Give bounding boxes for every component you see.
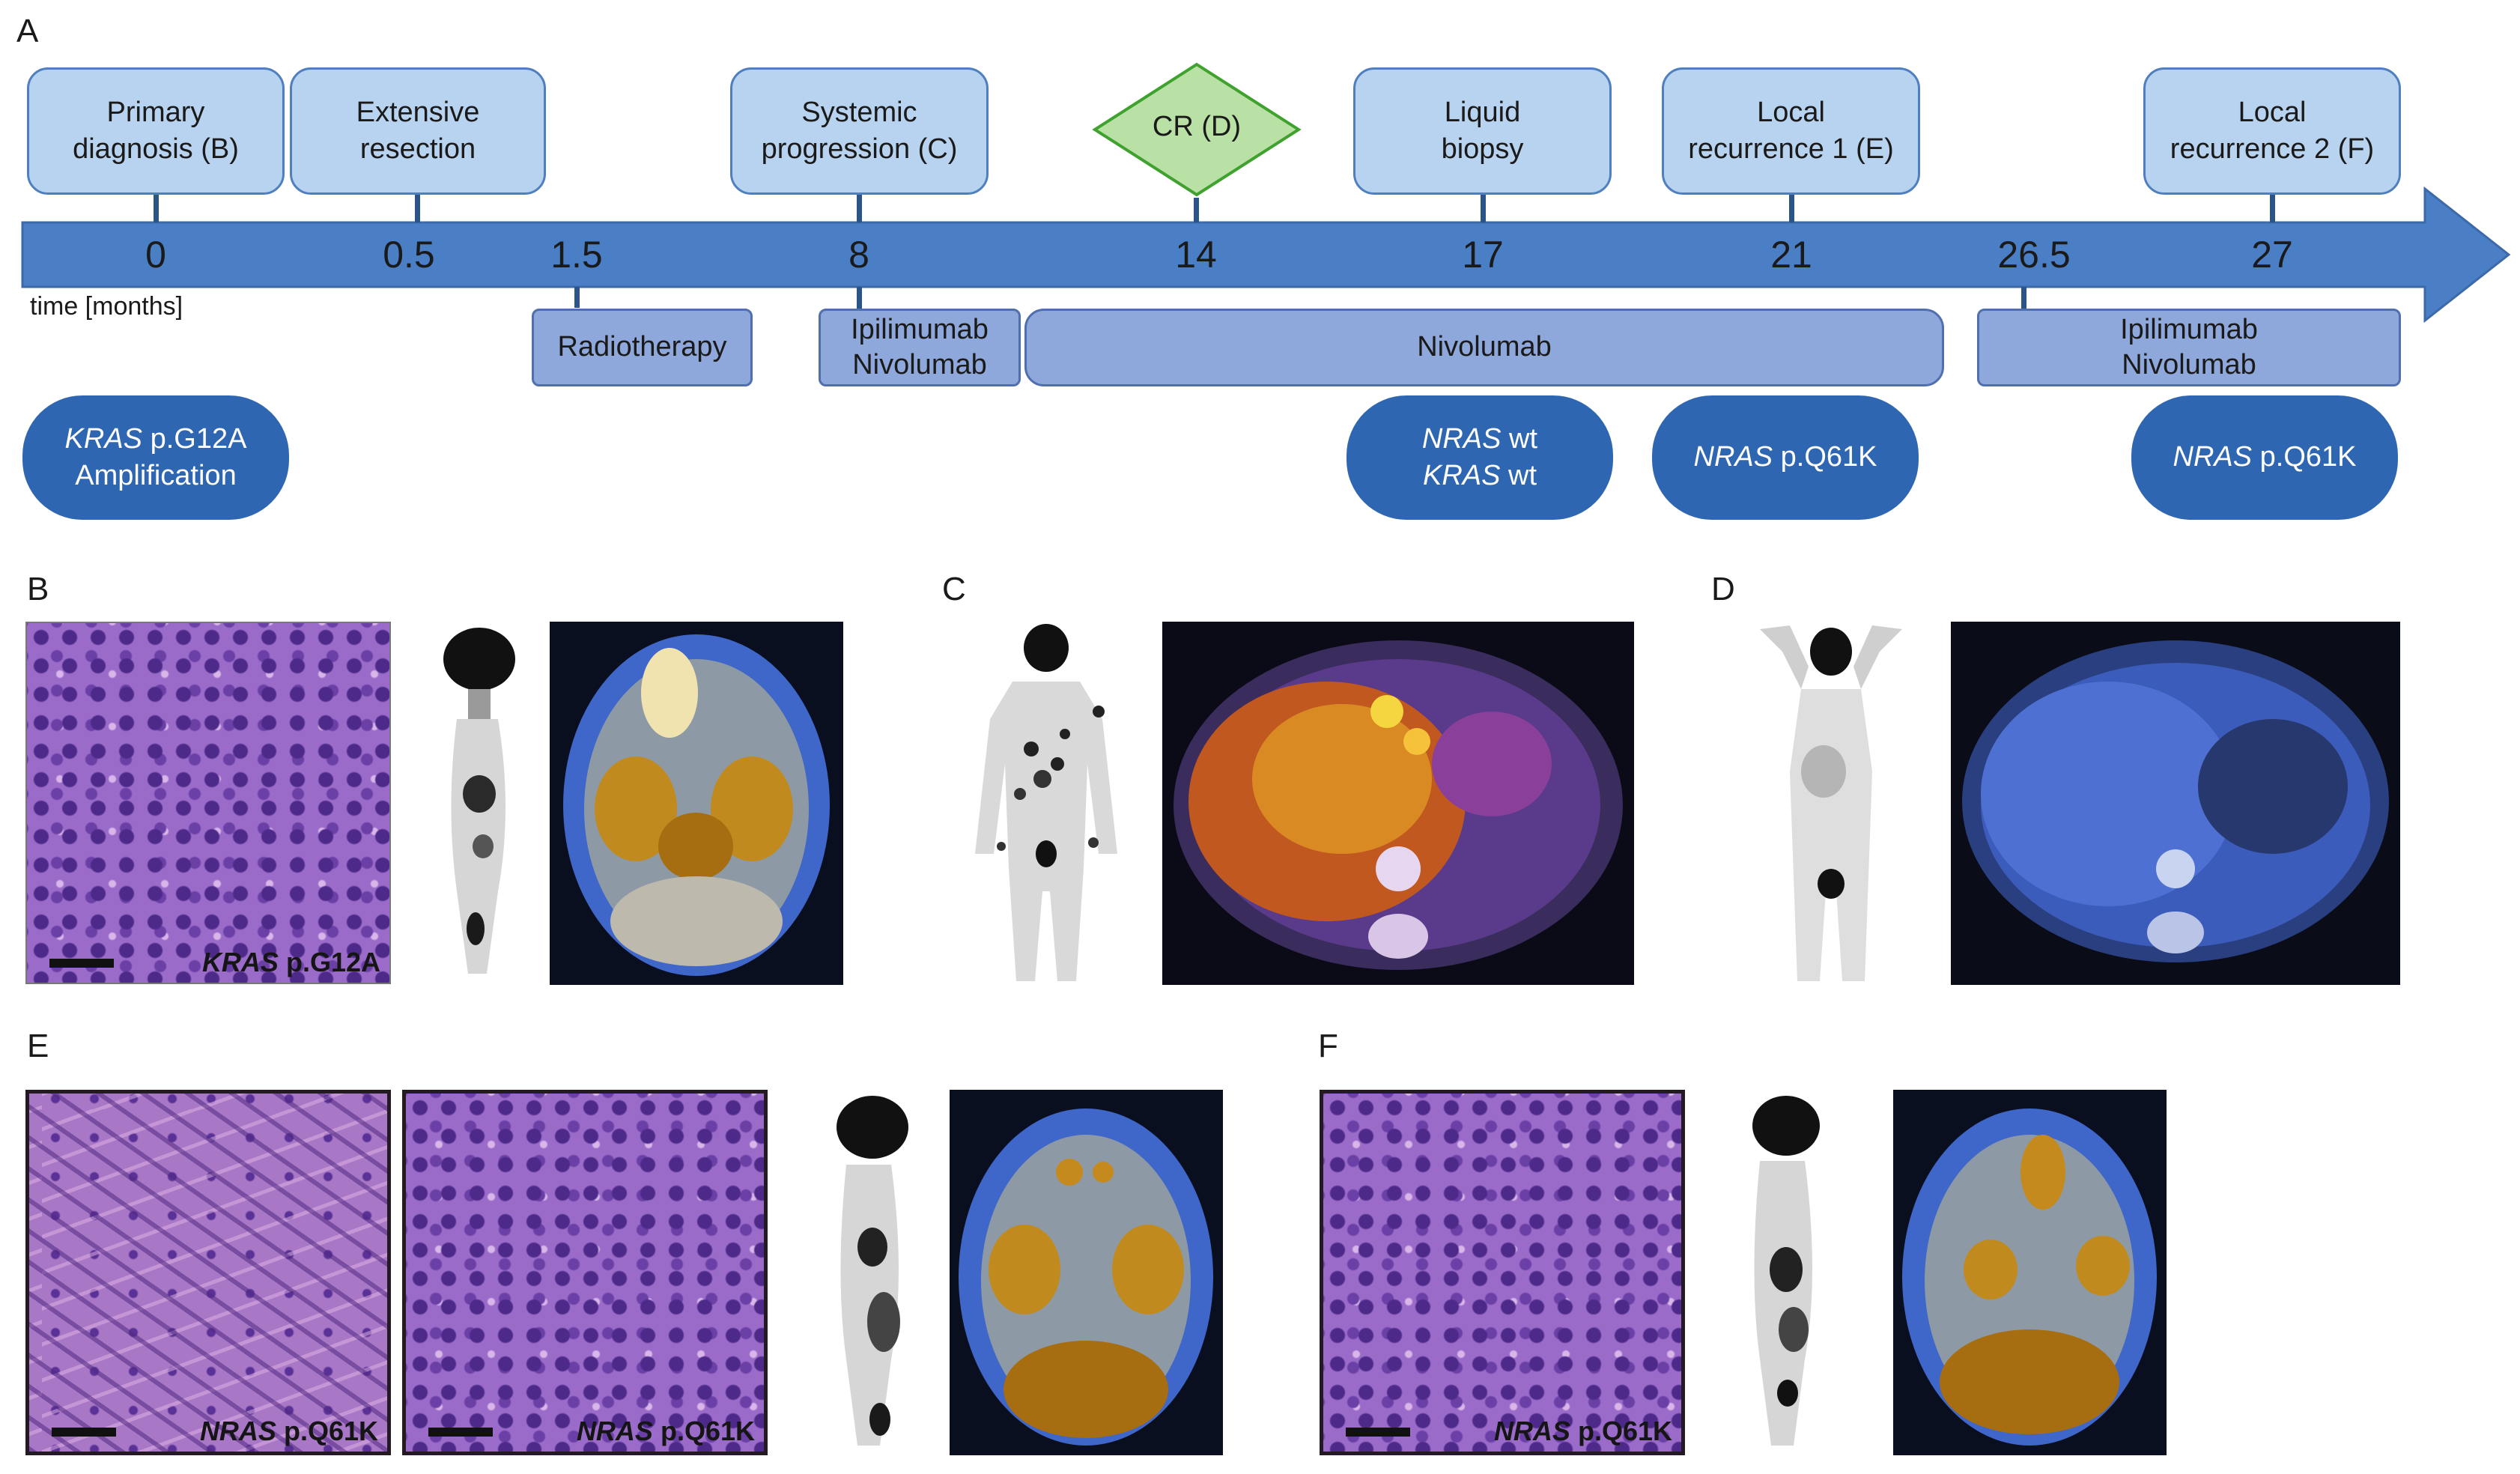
scale-bar xyxy=(1346,1428,1410,1437)
tick-label: 8 xyxy=(848,234,869,276)
event-local-recurrence-1: Local recurrence 1 (E) xyxy=(1662,67,1920,195)
mutation-nras-q61k-2: NRAS p.Q61K xyxy=(2131,395,2398,520)
panel-label-e: E xyxy=(27,1028,49,1064)
pet-mip-sagittal-e xyxy=(801,1090,936,1455)
panel-label-d: D xyxy=(1711,571,1735,607)
tick-connector xyxy=(574,287,580,308)
event-liquid-biopsy: Liquid biopsy xyxy=(1353,67,1612,195)
histology-image-e2: NRAS p.Q61K xyxy=(402,1090,768,1455)
pet-ct-axial-abdomen-c xyxy=(1162,622,1634,985)
pet-mip-coronal-c xyxy=(945,622,1147,985)
tick-connector xyxy=(1194,198,1199,222)
therapy-nivolumab: Nivolumab xyxy=(1024,309,1944,386)
therapy-ipilimumab-nivolumab-2: Ipilimumab Nivolumab xyxy=(1977,309,2401,386)
pet-mip-sagittal-f xyxy=(1719,1090,1846,1455)
mutation-kras-g12a-amplification: KRAS p.G12A Amplification xyxy=(22,395,289,520)
histology-image-f: NRAS p.Q61K xyxy=(1320,1090,1685,1455)
tick-label: 26.5 xyxy=(1997,234,2071,276)
histology-image-b: KRAS p.G12A xyxy=(25,622,391,984)
tick-connector xyxy=(415,195,420,222)
pet-mip-sagittal-b xyxy=(416,622,535,985)
mutation-nras-kras-wt: NRAS wt KRAS wt xyxy=(1346,395,1613,520)
event-local-recurrence-2: Local recurrence 2 (F) xyxy=(2143,67,2401,195)
tick-connector xyxy=(2270,195,2275,222)
tick-connector xyxy=(2021,287,2026,311)
tick-label: 14 xyxy=(1175,234,1217,276)
therapy-ipilimumab-nivolumab-1: Ipilimumab Nivolumab xyxy=(819,309,1021,386)
histology-caption-e2: NRAS p.Q61K xyxy=(576,1416,755,1446)
scale-bar xyxy=(428,1428,493,1437)
therapy-radiotherapy: Radiotherapy xyxy=(532,309,753,386)
scale-bar xyxy=(52,1428,116,1437)
event-systemic-progression: Systemic progression (C) xyxy=(730,67,989,195)
event-cr-diamond xyxy=(1092,62,1302,197)
tick-label: 27 xyxy=(2251,234,2293,276)
tick-label: 0 xyxy=(145,234,166,276)
tick-label: 0.5 xyxy=(383,234,435,276)
histology-caption-b: KRAS p.G12A xyxy=(201,947,380,977)
panel-label-b: B xyxy=(27,571,49,607)
pet-ct-axial-head-e xyxy=(950,1090,1223,1455)
mutation-nras-q61k-1: NRAS p.Q61K xyxy=(1652,395,1919,520)
pet-ct-axial-head-b xyxy=(550,622,843,985)
tick-connector xyxy=(857,195,862,222)
tick-label: 21 xyxy=(1770,234,1812,276)
histology-image-e1: NRAS p.Q61K xyxy=(25,1090,391,1455)
pet-ct-axial-abdomen-d xyxy=(1951,622,2400,985)
histology-caption-f: NRAS p.Q61K xyxy=(1493,1416,1672,1446)
tick-connector xyxy=(1481,195,1486,222)
time-axis-label: time [months] xyxy=(30,292,183,321)
tick-label: 17 xyxy=(1462,234,1504,276)
timeline-arrow xyxy=(21,186,2511,324)
histology-caption-e1: NRAS p.Q61K xyxy=(199,1416,378,1446)
pet-ct-axial-head-f xyxy=(1893,1090,2167,1455)
panel-label-c: C xyxy=(942,571,966,607)
panel-label-f: F xyxy=(1318,1028,1338,1064)
event-extensive-resection: Extensive resection xyxy=(290,67,546,195)
event-primary-diagnosis: Primary diagnosis (B) xyxy=(27,67,285,195)
event-cr-label: CR (D) xyxy=(1152,111,1242,142)
tick-label: 1.5 xyxy=(550,234,603,276)
tick-connector xyxy=(154,195,159,222)
panel-label-a: A xyxy=(16,13,39,49)
tick-connector xyxy=(857,287,862,309)
pet-mip-coronal-d xyxy=(1745,622,1917,985)
tick-connector xyxy=(1789,195,1794,222)
scale-bar xyxy=(49,959,114,968)
